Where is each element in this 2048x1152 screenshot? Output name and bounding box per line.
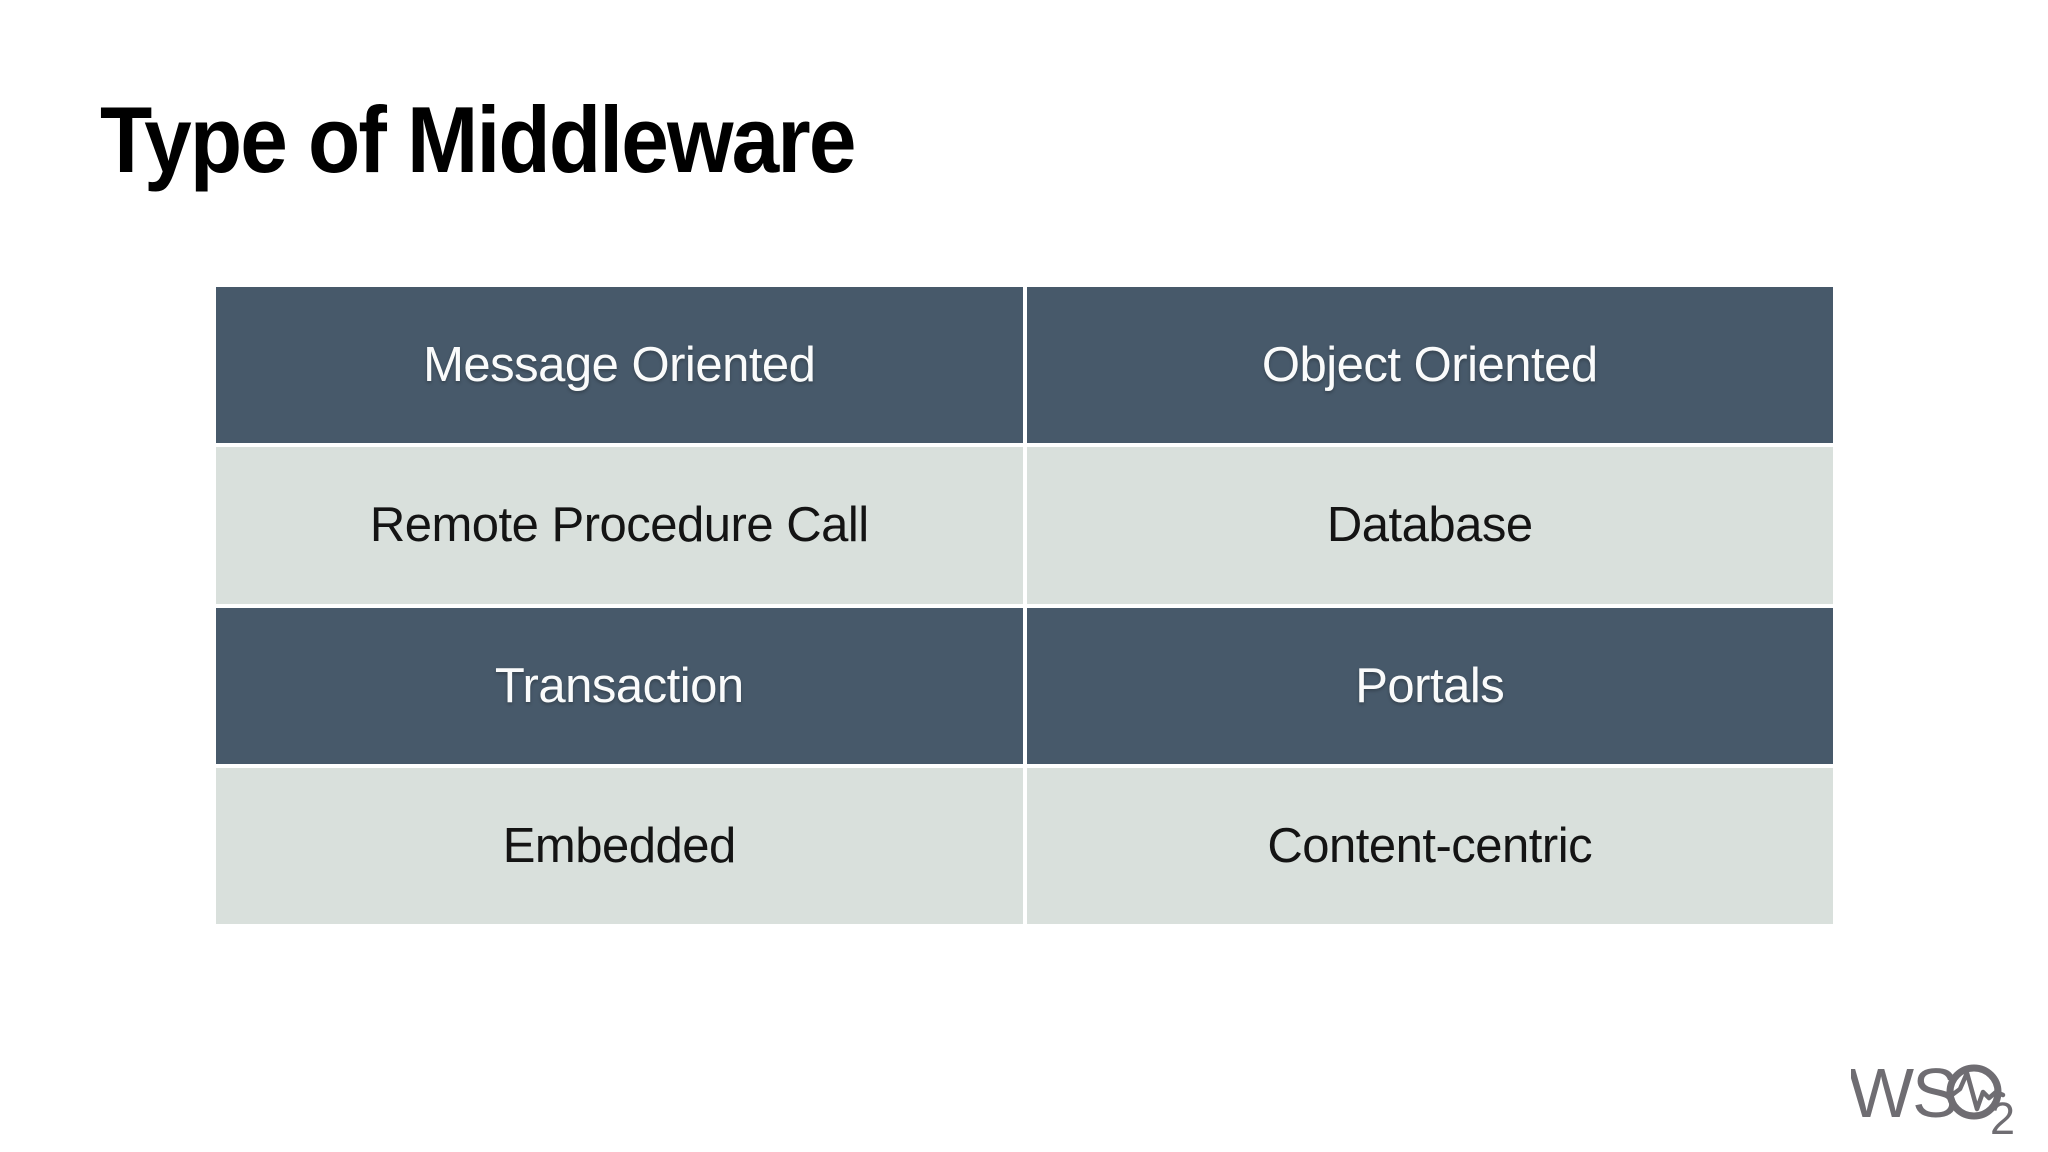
table-cell-database: Database (1026, 447, 1833, 604)
table-cell-message-oriented: Message Oriented (216, 287, 1023, 444)
wso2-logo-ws-text: WS (1851, 1064, 1957, 1132)
middleware-table: Message Oriented Object Oriented Remote … (216, 287, 1833, 924)
table-cell-transaction: Transaction (216, 607, 1023, 764)
table-cell-remote-procedure-call: Remote Procedure Call (216, 447, 1023, 604)
wso2-logo-subscript: 2 (1990, 1093, 2015, 1136)
table-cell-object-oriented: Object Oriented (1026, 287, 1833, 444)
table-cell-portals: Portals (1026, 607, 1833, 764)
table-cell-content-centric: Content-centric (1026, 767, 1833, 924)
pulse-icon (1949, 1070, 2006, 1112)
table-cell-embedded: Embedded (216, 767, 1023, 924)
wso2-logo: WS 2 (1851, 1064, 2023, 1136)
page-title: Type of Middleware (100, 87, 856, 192)
